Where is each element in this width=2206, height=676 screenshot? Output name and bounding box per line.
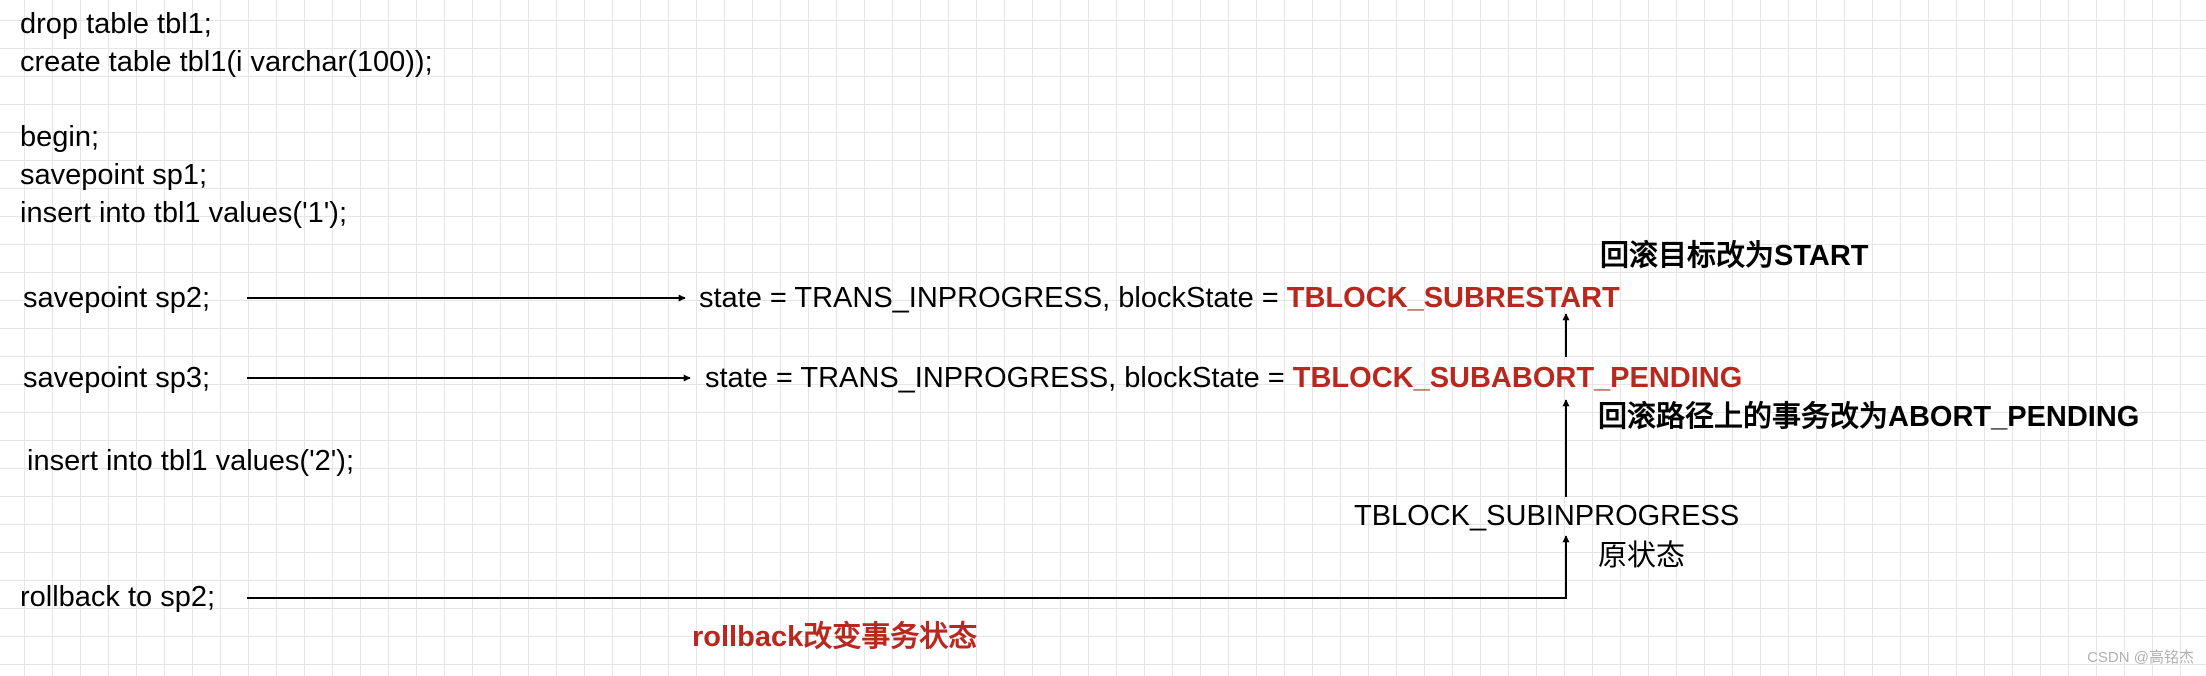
step-rollback: rollback to sp2; [20, 581, 216, 613]
note-rollback-target: 回滚目标改为START [1600, 240, 1869, 272]
step-savepoint-sp2: savepoint sp2; [23, 282, 211, 314]
original-state-value: TBLOCK_SUBINPROGRESS [1354, 500, 1740, 532]
code-line-drop: drop table tbl1; [20, 8, 212, 40]
code-line-insert1: insert into tbl1 values('1'); [20, 197, 348, 229]
code-line-begin: begin; [20, 121, 100, 153]
state-prefix-sp3: state = TRANS_INPROGRESS, blockState = [705, 362, 1293, 394]
state-line-sp3: state = TRANS_INPROGRESS, blockState = T… [705, 359, 1742, 397]
block-state-subabort-pending: TBLOCK_SUBABORT_PENDING [1292, 362, 1743, 394]
state-prefix-sp2: state = TRANS_INPROGRESS, blockState = [699, 282, 1287, 314]
note-rollback-path: 回滚路径上的事务改为ABORT_PENDING [1598, 401, 2140, 433]
state-line-sp2: state = TRANS_INPROGRESS, blockState = T… [699, 279, 1620, 317]
note-original-state: 原状态 [1598, 540, 1686, 572]
block-state-subrestart: TBLOCK_SUBRESTART [1286, 282, 1620, 314]
arrow-rollback-path [247, 535, 1570, 599]
code-line-savepoint-sp1: savepoint sp1; [20, 159, 208, 191]
watermark: CSDN @高铭杰 [2087, 649, 2194, 666]
note-rollback-changes: rollback改变事务状态 [692, 621, 978, 653]
step-savepoint-sp3: savepoint sp3; [23, 362, 211, 394]
code-line-create: create table tbl1(i varchar(100)); [20, 46, 433, 78]
step-insert2: insert into tbl1 values('2'); [27, 445, 355, 477]
